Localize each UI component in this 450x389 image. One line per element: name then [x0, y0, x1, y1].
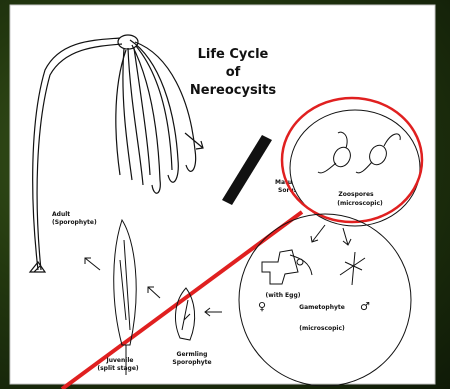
adult-label-1: Adult	[52, 211, 70, 218]
juvenile-label-1: Juvenile	[106, 357, 134, 364]
with-egg-label: (with Egg)	[265, 292, 300, 299]
germling-label-2: Sporophyte	[172, 359, 211, 366]
male-symbol: ♂	[360, 300, 370, 313]
germling-label-1: Germling	[177, 351, 208, 358]
title-line-2: of	[226, 65, 241, 80]
adult-label-2: (Sporophyte)	[52, 219, 97, 226]
microscopic-label: (microscopic)	[299, 325, 345, 332]
zoospores-sublabel: (microscopic)	[337, 200, 383, 207]
title-line-1: Life Cycle	[198, 47, 269, 62]
title-line-3: Nereocysits	[190, 83, 276, 98]
female-symbol: ♀	[258, 300, 266, 313]
zoospores-label: Zoospores	[338, 191, 374, 198]
juvenile-label-2: (split stage)	[97, 365, 139, 372]
gametophyte-label: Gametophyte	[299, 304, 345, 311]
